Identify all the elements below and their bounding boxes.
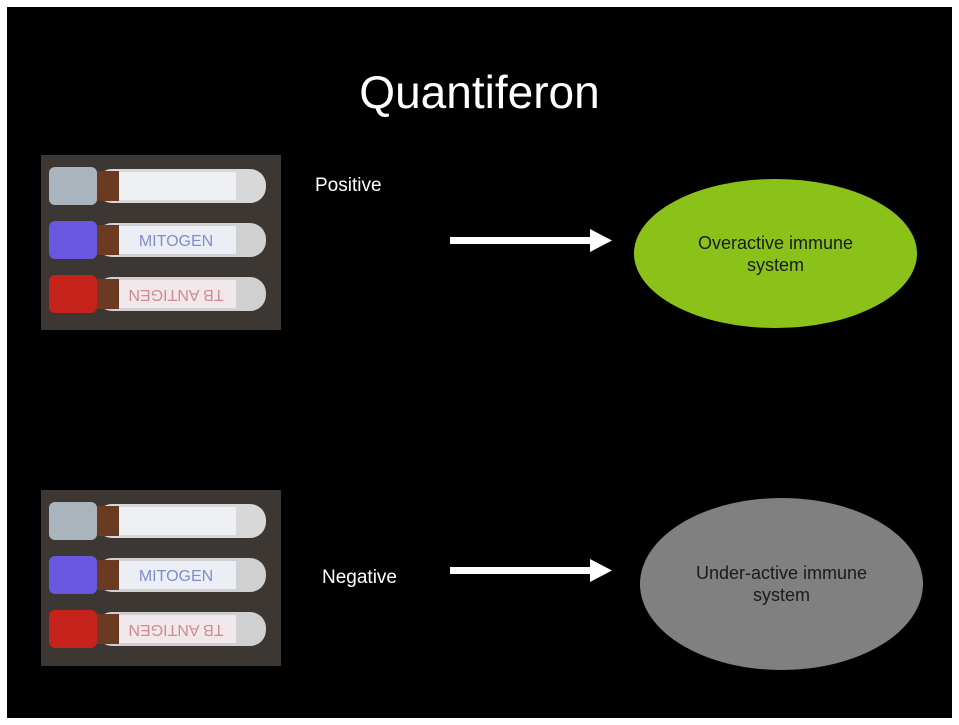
negative-label: Negative <box>322 567 397 588</box>
tube-3: TB ANTIGEN <box>49 610 266 648</box>
slide-title: Quantiferon <box>359 66 600 118</box>
overactive-result-ellipse: Overactive immune system <box>634 179 917 328</box>
overactive-result-line1: Overactive immune <box>697 232 854 253</box>
tube-3: TB ANTIGEN <box>49 275 266 313</box>
cap-purple <box>49 556 97 594</box>
blood-tubes-photo-positive: MITOGEN TB ANTIGEN <box>41 155 281 330</box>
tube-3-label: TB ANTIGEN <box>128 621 223 638</box>
cap-purple <box>49 221 97 259</box>
slide: Quantiferon MITOGEN TB ANTIGE <box>7 7 952 718</box>
cap-grey <box>49 167 97 205</box>
tube-2-label: MITOGEN <box>139 233 213 250</box>
positive-label: Positive <box>315 175 382 196</box>
tube-2-label: MITOGEN <box>139 568 213 585</box>
tube-1 <box>49 167 266 205</box>
blood-tubes-photo-negative: MITOGEN TB ANTIGEN <box>41 490 281 666</box>
tube-2: MITOGEN <box>49 556 266 594</box>
underactive-result-ellipse: Under-active immune system <box>640 498 923 670</box>
tube-3-label: TB ANTIGEN <box>128 286 223 303</box>
positive-arrow-icon <box>450 229 612 252</box>
tube-2: MITOGEN <box>49 221 266 259</box>
underactive-result-line2: system <box>752 585 810 605</box>
cap-red <box>49 610 97 648</box>
negative-arrow-icon <box>450 559 612 582</box>
cap-grey <box>49 502 97 540</box>
tube-1 <box>49 502 266 540</box>
overactive-result-line2: system <box>746 254 804 275</box>
cap-red <box>49 275 97 313</box>
underactive-result-line1: Under-active immune <box>695 563 868 583</box>
